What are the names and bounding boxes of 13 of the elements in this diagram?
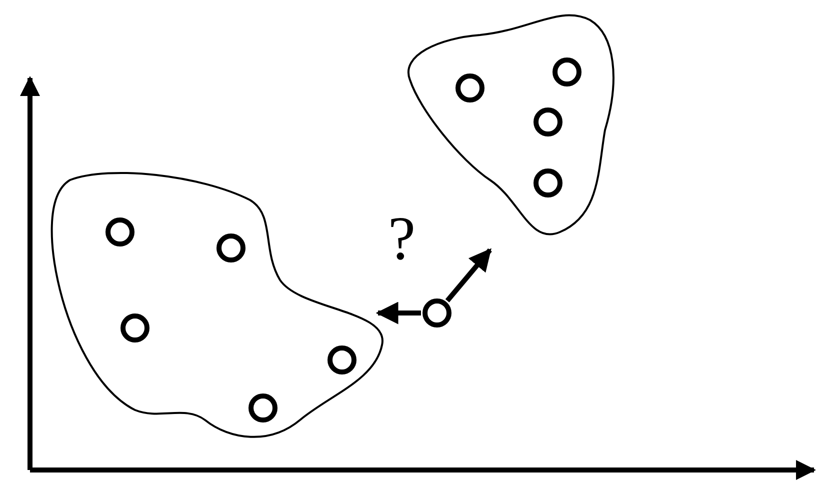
data-point (103, 215, 137, 249)
data-point (420, 296, 454, 330)
data-point (246, 391, 280, 425)
data-point (550, 55, 584, 89)
arrow (445, 248, 492, 302)
arrow (376, 302, 421, 324)
data-point (453, 71, 487, 105)
data-point (118, 311, 152, 345)
data-point (531, 166, 565, 200)
data-point (325, 343, 359, 377)
data-point (531, 105, 565, 139)
data-point (214, 231, 248, 265)
question-mark: ? (388, 208, 416, 270)
